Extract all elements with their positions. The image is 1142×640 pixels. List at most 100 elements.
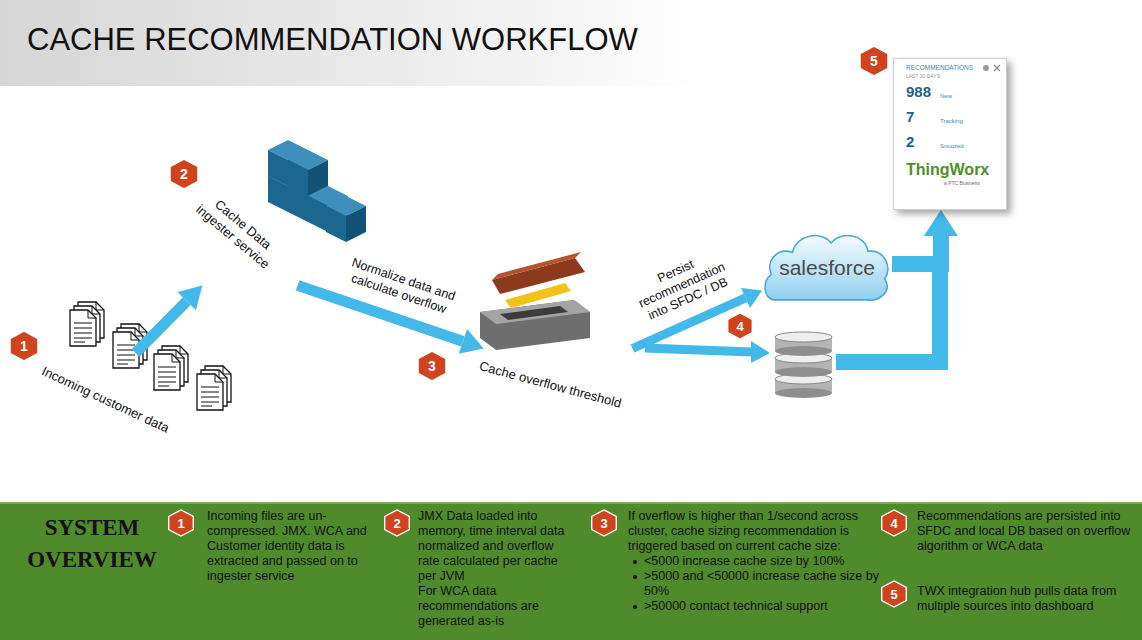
dashboard-text: LAST 30 DAYS <box>906 74 940 79</box>
dashboard-text: 7 <box>906 109 914 124</box>
bullet-item: <5000 increase cache size by 100% <box>628 554 884 569</box>
file-stack-use <box>197 366 231 410</box>
overview-text: JMX Data loaded into memory, time interv… <box>418 509 570 584</box>
flow-arrow <box>892 210 958 264</box>
hexagon-fill <box>728 313 753 339</box>
db-arrow-head <box>751 341 770 363</box>
hexagon-fill <box>882 581 907 607</box>
bullet-item: >5000 and <50000 increase cache size by … <box>628 569 884 599</box>
callout-number: 4 <box>890 517 897 530</box>
dashboard-text: a PTC Business <box>944 181 980 186</box>
bullet-text: >50000 contact technical support <box>644 599 884 614</box>
clamp-base-top <box>480 300 590 324</box>
flow-arrow <box>136 285 203 352</box>
dashboard-text: ThingWorx <box>906 162 989 178</box>
callout-hexagon: 4 <box>880 509 908 537</box>
db-arrow-shaft <box>645 348 752 352</box>
hexagon-fill <box>592 510 617 536</box>
callout-number: 3 <box>428 359 436 373</box>
node-label: Incoming customer data <box>39 363 171 436</box>
hexagon-fill <box>385 510 410 536</box>
callout-hexagon: 2 <box>383 509 411 537</box>
edge-label: Persist recommendation into SFDC / DB <box>622 242 743 329</box>
cloud-outline <box>765 236 888 301</box>
diagram-title: CACHE RECOMMENDATION WORKFLOW <box>27 22 638 58</box>
band-heading: SYSTEM OVERVIEW <box>18 512 166 576</box>
bullet-dot <box>633 575 637 579</box>
help-icon <box>983 65 989 71</box>
dashboard-text: New <box>940 93 952 99</box>
rotated-label-node: Cache Data ingester service <box>178 175 297 286</box>
cloud-label: salesforce <box>779 248 875 280</box>
callout-number: 2 <box>180 167 188 181</box>
bullet-dot <box>633 605 637 609</box>
overview-text: If overflow is higher than 1/second acro… <box>628 509 884 554</box>
callout-hexagon: 1 <box>167 509 195 537</box>
callout-number: 1 <box>20 339 28 353</box>
file-stack-use <box>154 346 188 390</box>
hexagon-fill <box>418 351 446 381</box>
hexagon-fill <box>169 510 194 536</box>
dashboard-text: Tracking <box>940 118 963 124</box>
hexagon-fill <box>170 159 198 189</box>
callout-number: 2 <box>393 517 400 530</box>
cube-use <box>326 196 366 242</box>
db-disc-top <box>775 332 832 342</box>
node-label: Cache Data ingester service <box>190 186 287 274</box>
overview-text: TWX integration hub pulls data from mult… <box>917 584 1117 614</box>
clamp-base <box>480 300 590 350</box>
callout-number: 5 <box>890 588 897 601</box>
bullet-text: <5000 increase cache size by 100% <box>644 554 884 569</box>
callout-hexagon: 4 <box>726 312 754 340</box>
callout-number: 4 <box>736 320 743 333</box>
arrow-shaft <box>892 236 941 264</box>
rotated-label-node: Cache overflow threshold <box>467 348 632 421</box>
arrow-head <box>924 210 958 236</box>
db-disc-bottom <box>775 367 832 377</box>
db-disc-bottom <box>775 388 832 398</box>
threshold-clamp-icon <box>480 252 590 350</box>
text-column: JMX Data loaded into memory, time interv… <box>418 509 570 629</box>
text-column: TWX integration hub pulls data from mult… <box>917 584 1117 614</box>
overview-text: For WCA data recommendations are generat… <box>418 584 570 629</box>
clamp-brown-top <box>492 252 581 280</box>
callout-number: 5 <box>870 54 878 68</box>
callout-number: 1 <box>177 517 184 530</box>
arrow-shaft <box>136 301 187 353</box>
node-label: Cache overflow threshold <box>477 358 623 411</box>
db-arrow <box>645 341 770 363</box>
callout-hexagon: 1 <box>8 330 40 362</box>
text-column: If overflow is higher than 1/second acro… <box>628 509 884 614</box>
overview-text: Incoming files are un-compressed. JMX. W… <box>207 509 379 584</box>
callout-hexagon: 5 <box>858 45 890 77</box>
dashboard-text: 988 <box>906 84 931 99</box>
rotated-label-node: Incoming customer data <box>28 353 182 447</box>
database-icon <box>775 332 832 398</box>
db-disc-bottom <box>775 346 832 356</box>
callout-hexagon: 3 <box>416 350 448 382</box>
callout-hexagon: 2 <box>168 158 200 190</box>
clamp-slot <box>500 306 568 320</box>
dashboard-text: 2 <box>906 134 914 149</box>
file-stack-use <box>70 302 104 346</box>
hexagon-fill <box>882 510 907 536</box>
text-column: Incoming files are un-compressed. JMX. W… <box>207 509 379 584</box>
bullet-text: >5000 and <50000 increase cache size by … <box>644 569 884 599</box>
dashboard-text: RECOMMENDATIONS <box>906 65 973 72</box>
dashboard-panel: RECOMMENDATIONS LAST 30 DAYS 988New 7Tracki… <box>893 58 1007 210</box>
overview-text: Recommendations are persisted into SFDC … <box>917 509 1135 554</box>
bullet-dot <box>633 560 637 564</box>
callout-hexagon: 5 <box>880 580 908 608</box>
text-column: Recommendations are persisted into SFDC … <box>917 509 1135 554</box>
salesforce-cloud: salesforce <box>762 226 892 302</box>
dashboard-text: Snoozed <box>940 143 964 149</box>
callout-hexagon: 3 <box>590 509 618 537</box>
hexagon-fill <box>10 331 38 361</box>
ingester-cubes-icon <box>268 140 366 242</box>
callout-number: 3 <box>600 517 607 530</box>
bullet-item: >50000 contact technical support <box>628 599 884 614</box>
hexagon-fill <box>860 46 888 76</box>
close-icon <box>994 65 1000 71</box>
edge-label: Normalize data and calculate overflow <box>340 254 461 320</box>
